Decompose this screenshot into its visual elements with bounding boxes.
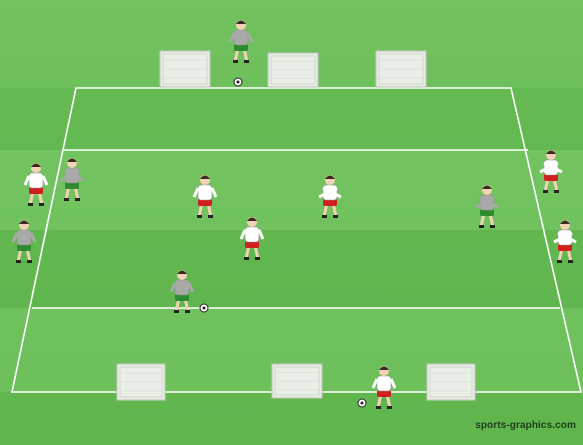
soccer-ball-icon <box>358 399 366 407</box>
soccer-ball-icon <box>234 78 242 86</box>
mini-goal-icon <box>376 51 426 87</box>
mini-goal-icon <box>268 53 318 87</box>
mini-goal-icon <box>117 364 165 400</box>
grass-band <box>0 230 583 308</box>
mini-goal-icon <box>160 51 210 87</box>
grass-bands <box>0 88 583 392</box>
mini-goal-icon <box>427 364 475 400</box>
mini-goal-icon <box>272 364 322 398</box>
grass-band <box>0 150 583 230</box>
watermark: sports-graphics.com <box>475 420 576 431</box>
grass-band <box>0 88 583 150</box>
soccer-ball-icon <box>200 304 208 312</box>
